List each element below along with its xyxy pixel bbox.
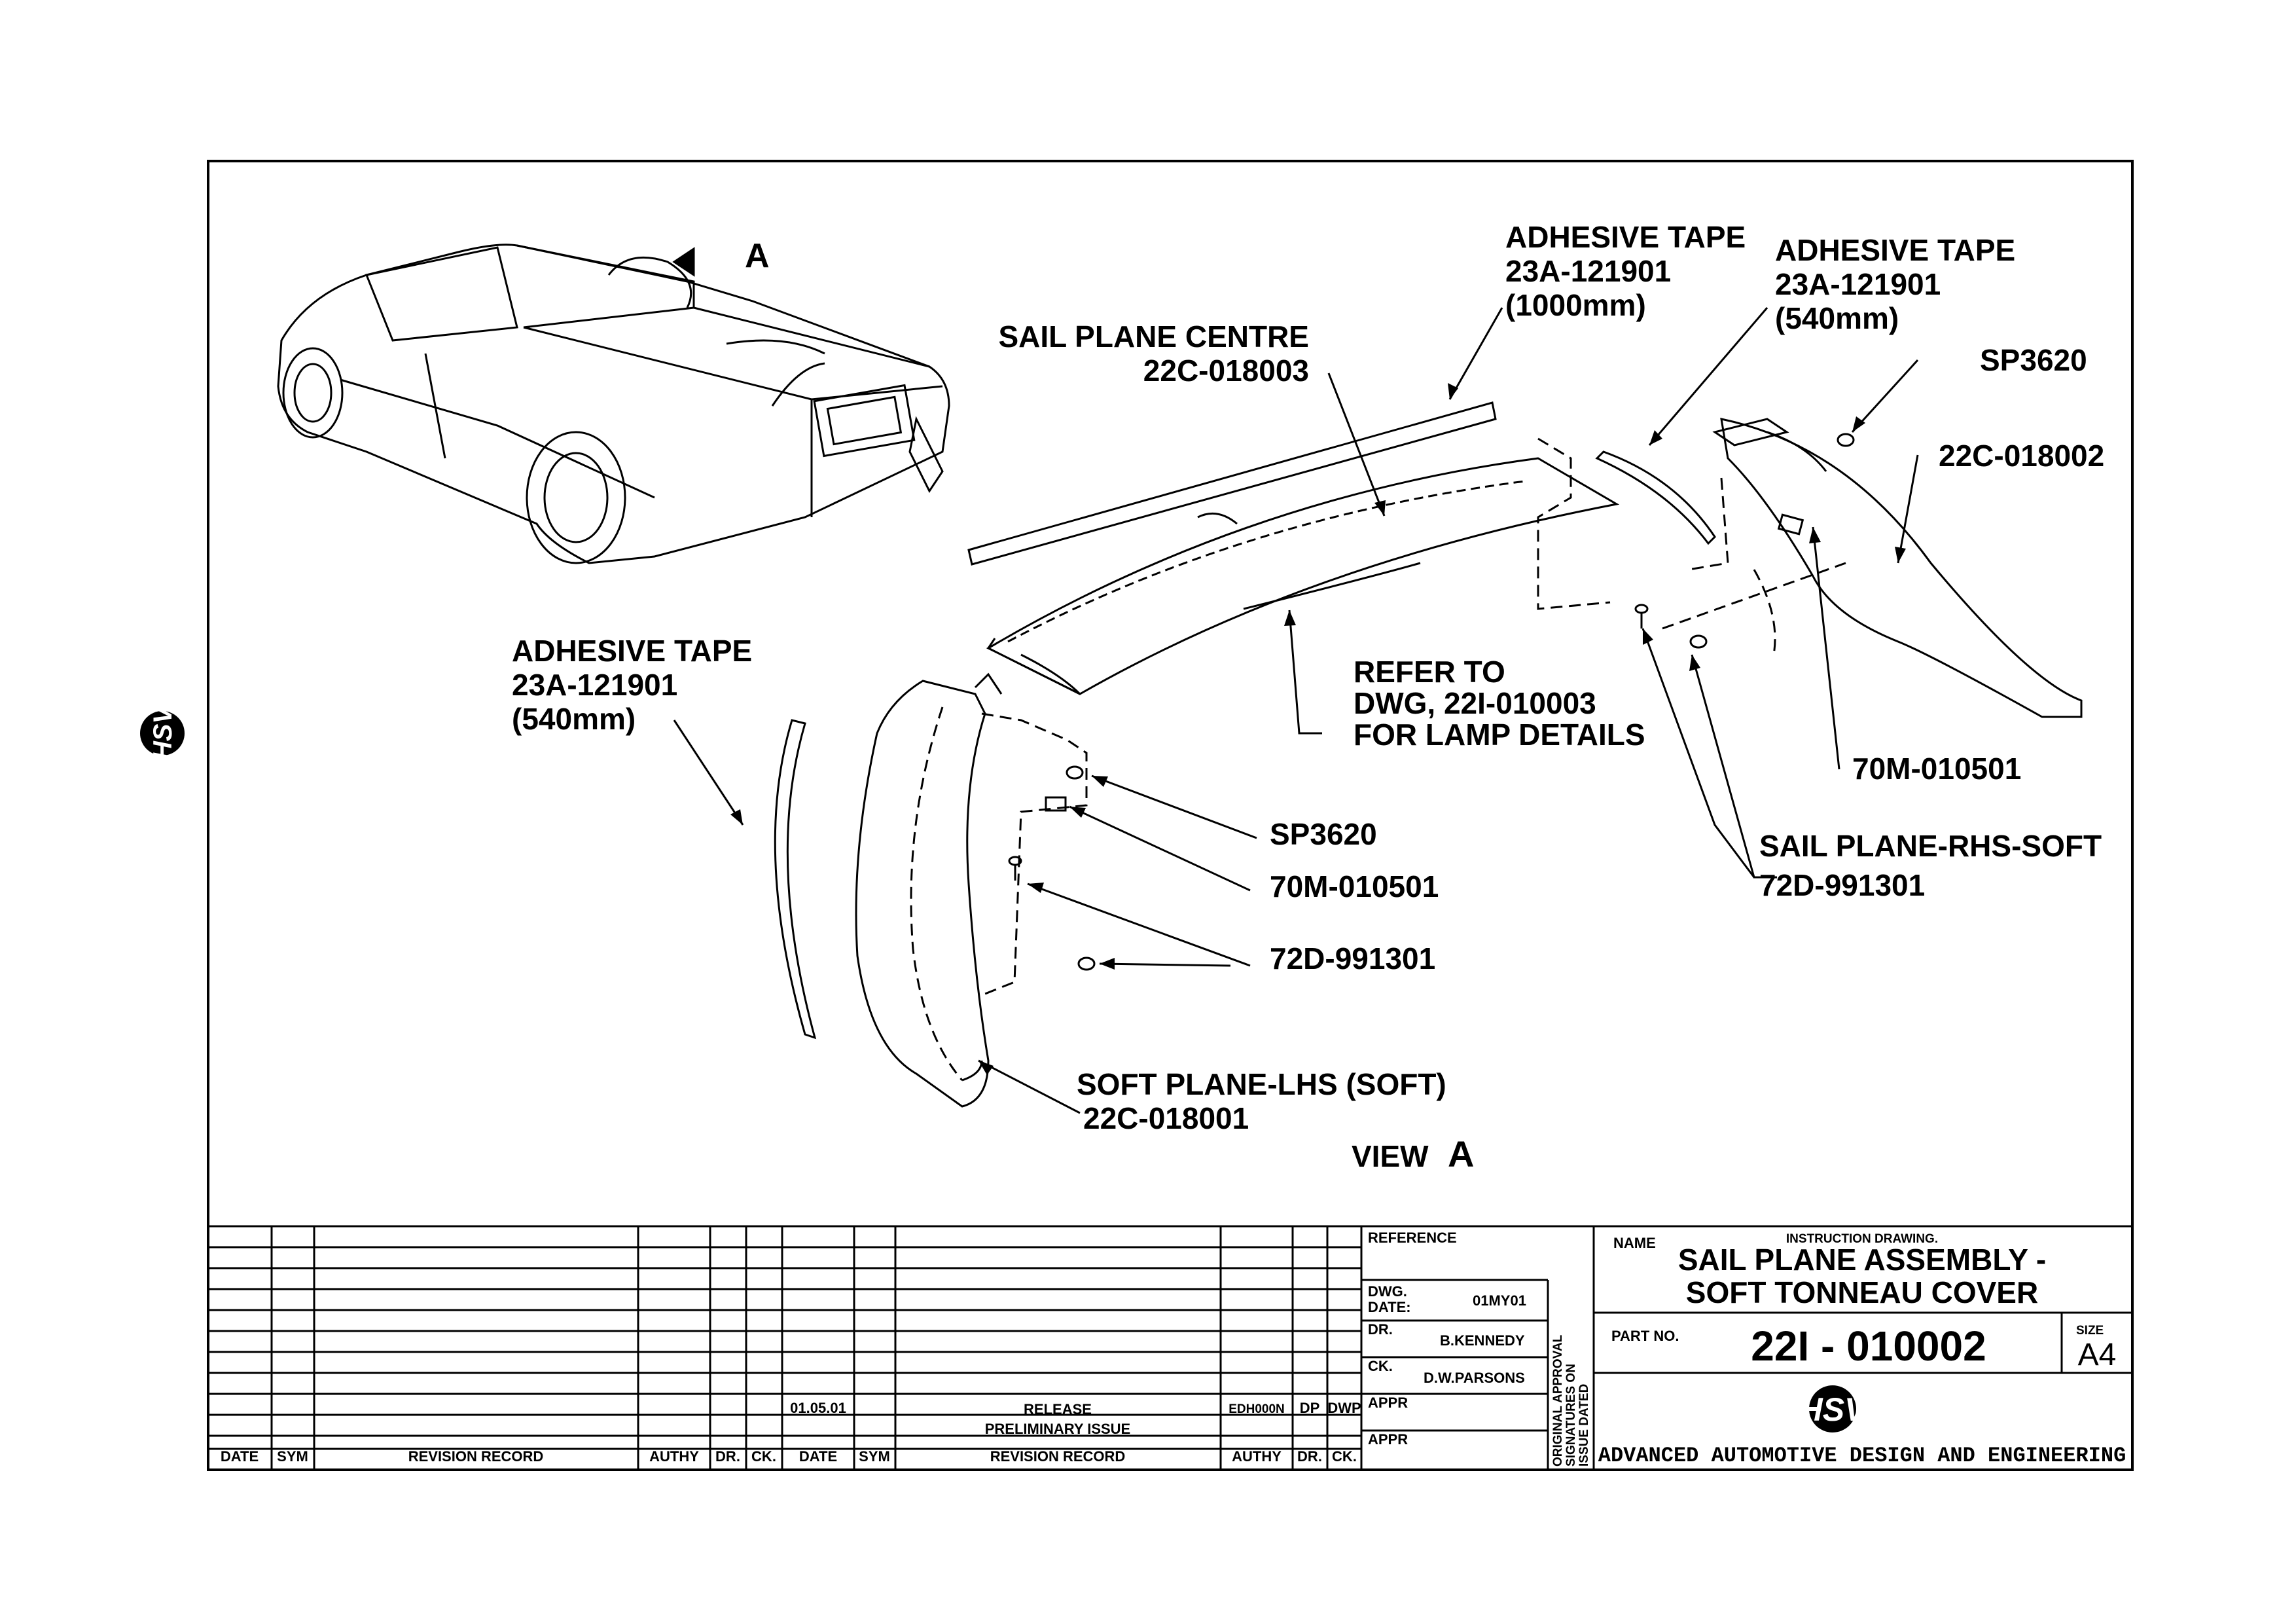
svg-text:APPR: APPR [1368, 1431, 1408, 1448]
svg-text:PRELIMINARY ISSUE: PRELIMINARY ISSUE [985, 1421, 1130, 1437]
svg-text:REFERENCE: REFERENCE [1368, 1230, 1457, 1246]
svg-text:REVISION RECORD: REVISION RECORD [990, 1448, 1126, 1465]
svg-text:SOFT PLANE-LHS (SOFT): SOFT PLANE-LHS (SOFT) [1077, 1067, 1446, 1101]
svg-text:D.W.PARSONS: D.W.PARSONS [1424, 1370, 1525, 1386]
svg-text:AUTHY: AUTHY [1232, 1448, 1282, 1465]
reference-block: REFERENCE DWG. DATE: 01MY01 DR. B.KENNED… [1368, 1230, 1526, 1448]
part-number-block: PART NO. 22I - 010002 SIZE A4 [1611, 1322, 2116, 1372]
callout-tape-1000: ADHESIVE TAPE 23A-121901 (1000mm) [1505, 220, 1746, 322]
svg-text:PART NO.: PART NO. [1611, 1328, 1679, 1344]
svg-text:A4: A4 [2078, 1338, 2117, 1372]
svg-text:B.KENNEDY: B.KENNEDY [1440, 1332, 1525, 1349]
svg-text:ADHESIVE TAPE: ADHESIVE TAPE [1505, 220, 1746, 254]
svg-text:(540mm): (540mm) [512, 702, 636, 736]
svg-text:01MY01: 01MY01 [1473, 1292, 1526, 1309]
callout-72d-rhs: 72D-991301 [1759, 868, 1925, 902]
svg-text:REVISION RECORD: REVISION RECORD [408, 1448, 544, 1465]
svg-text:ISSUE DATED: ISSUE DATED [1577, 1384, 1591, 1467]
svg-text:RELEASE: RELEASE [1024, 1401, 1092, 1417]
svg-text:AUTHY: AUTHY [649, 1448, 699, 1465]
svg-text:SYM: SYM [859, 1448, 890, 1465]
callout-70m-rhs: 70M-010501 [1852, 752, 2021, 786]
svg-text:EDH000N: EDH000N [1229, 1402, 1285, 1416]
svg-text:23A-121901: 23A-121901 [512, 668, 677, 702]
svg-text:SAIL PLANE ASSEMBLY -: SAIL PLANE ASSEMBLY - [1678, 1243, 2046, 1277]
svg-text:SIZE: SIZE [2076, 1324, 2104, 1338]
svg-text:DR.: DR. [1368, 1321, 1393, 1338]
svg-text:DATE:: DATE: [1368, 1299, 1411, 1315]
callout-tape-540-rhs: ADHESIVE TAPE 23A-121901 (540mm) [1775, 233, 2015, 335]
svg-text:22I - 010002: 22I - 010002 [1751, 1322, 1986, 1370]
exploded-parts [774, 401, 2083, 1108]
view-a-letter: A [1448, 1133, 1474, 1175]
svg-text:DR.: DR. [1297, 1448, 1322, 1465]
svg-text:01.05.01: 01.05.01 [790, 1400, 846, 1416]
svg-text:(540mm): (540mm) [1775, 301, 1899, 335]
svg-text:DP: DP [1300, 1400, 1320, 1416]
callout-sp3620-rhs: SP3620 [1980, 343, 2087, 377]
approval-note: ORIGINAL APPROVAL SIGNATURES ON ISSUE DA… [1551, 1334, 1591, 1467]
callout-70m-lhs: 70M-010501 [1270, 869, 1439, 903]
svg-text:23A-121901: 23A-121901 [1775, 267, 1941, 301]
svg-text:INSTRUCTION DRAWING.: INSTRUCTION DRAWING. [1786, 1232, 1938, 1246]
svg-text:HSV: HSV [1799, 1391, 1869, 1428]
revision-entry: 01.05.01 RELEASE EDH000N DP DWP PRELIMIN… [790, 1400, 1361, 1437]
callout-tape-540-lhs: ADHESIVE TAPE 23A-121901 (540mm) [512, 634, 752, 736]
callout-sail-plane-centre: SAIL PLANE CENTRE 22C-018003 [998, 319, 1309, 388]
leader-arrowheads [730, 383, 1906, 1075]
svg-text:ADHESIVE TAPE: ADHESIVE TAPE [1775, 233, 2015, 267]
svg-text:22C-018001: 22C-018001 [1083, 1101, 1249, 1135]
svg-text:CK.: CK. [1332, 1448, 1357, 1465]
svg-text:CK.: CK. [751, 1448, 776, 1465]
leader-lines [673, 307, 1919, 1114]
drawing-border [207, 160, 2134, 1471]
svg-text:SIGNATURES ON: SIGNATURES ON [1564, 1364, 1578, 1467]
svg-text:HSV: HSV [149, 704, 177, 761]
callout-72d-lhs: 72D-991301 [1270, 941, 1435, 976]
revision-headers: DATE SYM REVISION RECORD AUTHY DR. CK. D… [221, 1448, 1357, 1465]
svg-text:DWG, 22I-010003: DWG, 22I-010003 [1354, 686, 1596, 720]
svg-text:DATE: DATE [221, 1448, 259, 1465]
svg-text:REFER TO: REFER TO [1354, 655, 1505, 689]
svg-text:APPR: APPR [1368, 1395, 1408, 1411]
callout-soft-plane-lhs: SOFT PLANE-LHS (SOFT) 22C-018001 [1077, 1067, 1446, 1135]
svg-text:ADHESIVE TAPE: ADHESIVE TAPE [512, 634, 752, 668]
svg-text:DATE: DATE [799, 1448, 837, 1465]
title-block [208, 1225, 2132, 1470]
callout-refer-to-lamp: REFER TO DWG, 22I-010003 FOR LAMP DETAIL… [1354, 655, 1645, 752]
side-hsv-logo: HSV [140, 704, 185, 761]
svg-text:DWG.: DWG. [1368, 1283, 1407, 1300]
svg-text:23A-121901: 23A-121901 [1505, 254, 1671, 288]
view-a-marker: A [745, 237, 770, 275]
svg-text:22C-018003: 22C-018003 [1143, 354, 1309, 388]
company-name: ADVANCED AUTOMOTIVE DESIGN AND ENGINEERI… [1598, 1444, 2126, 1468]
callout-22c-018002: 22C-018002 [1939, 439, 2104, 473]
svg-text:FOR LAMP DETAILS: FOR LAMP DETAILS [1354, 718, 1645, 752]
vehicle-illustration [277, 244, 950, 564]
svg-text:CK.: CK. [1368, 1358, 1393, 1374]
view-a-label: VIEW [1352, 1139, 1429, 1173]
callout-sail-plane-rhs: SAIL PLANE-RHS-SOFT [1759, 829, 2102, 863]
svg-text:NAME: NAME [1613, 1235, 1656, 1251]
svg-text:DR.: DR. [715, 1448, 740, 1465]
callout-sp3620-lhs: SP3620 [1270, 817, 1377, 851]
svg-text:SAIL PLANE CENTRE: SAIL PLANE CENTRE [998, 319, 1309, 354]
svg-text:ORIGINAL APPROVAL: ORIGINAL APPROVAL [1551, 1334, 1565, 1467]
name-block: NAME INSTRUCTION DRAWING. SAIL PLANE ASS… [1613, 1232, 2046, 1309]
svg-text:(1000mm): (1000mm) [1505, 288, 1646, 322]
company-logo: HSV [1799, 1385, 1869, 1432]
svg-text:SYM: SYM [277, 1448, 308, 1465]
svg-text:DWP: DWP [1327, 1400, 1361, 1416]
svg-text:SOFT TONNEAU COVER: SOFT TONNEAU COVER [1686, 1275, 2038, 1309]
